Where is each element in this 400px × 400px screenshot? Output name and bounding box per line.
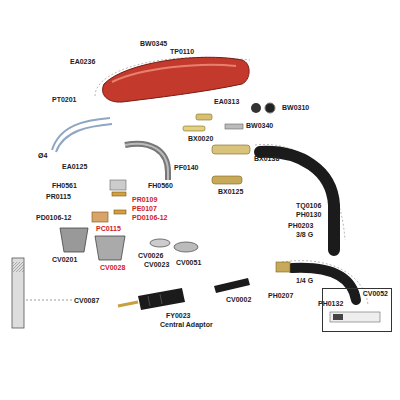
nozzle	[60, 228, 88, 252]
part-number: CV0002	[226, 296, 251, 304]
switch-part	[183, 126, 205, 131]
part-number: EA0125	[62, 163, 87, 171]
contact-tip	[114, 210, 126, 214]
hose-cable	[260, 152, 334, 250]
leader-line	[26, 300, 72, 301]
central-adaptor	[138, 288, 185, 310]
caption-label: Central Adaptor	[160, 321, 213, 329]
ring-part	[251, 103, 261, 113]
part-number: Ø4	[38, 152, 47, 160]
inset-part	[333, 314, 343, 320]
nozzle	[95, 236, 125, 260]
part-number: EA0236	[70, 58, 95, 66]
part-number: CV0023	[144, 261, 169, 269]
part-number: PR0109	[132, 196, 157, 204]
part-number: CV0051	[176, 259, 201, 267]
wire	[56, 124, 112, 152]
part-number: BX0138	[254, 155, 279, 163]
part-number: PH0130	[296, 211, 321, 219]
part-number: CV0087	[74, 297, 99, 305]
fitting	[276, 262, 290, 272]
part-number: BW0345	[140, 40, 167, 48]
part-number: PR0115	[46, 193, 71, 201]
part-number: TQ0106	[296, 202, 321, 210]
gooseneck-shine	[125, 144, 168, 180]
contact-tip	[112, 192, 126, 196]
inset-part	[330, 312, 380, 322]
part-number: BX0125	[218, 188, 243, 196]
part-number: PD0106-12	[132, 214, 167, 222]
part-number: PC0115	[96, 225, 121, 233]
tube-knurl	[12, 262, 24, 272]
switch-part	[196, 114, 212, 120]
part-number: CV0052	[323, 289, 391, 298]
ring	[174, 242, 198, 252]
part-number: PD0106-12	[36, 214, 71, 222]
part-number: PT0201	[52, 96, 77, 104]
part-number: PH0203	[288, 222, 313, 230]
part-number: 3/8 G	[296, 231, 313, 239]
part-number: TP0110	[170, 48, 194, 56]
part-number: BW0340	[246, 122, 273, 130]
part-number: CV0028	[100, 264, 125, 272]
gooseneck	[125, 144, 168, 180]
part-number: PE0107	[132, 205, 157, 213]
part-number: FY0023	[166, 312, 191, 320]
torch-handle	[103, 57, 250, 102]
part-number: FH0561	[52, 182, 77, 190]
part-number: 1/4 G	[296, 277, 313, 285]
wire	[52, 118, 110, 150]
part-number: CV0026	[138, 252, 163, 260]
sleeve	[214, 278, 250, 293]
cable-nut	[212, 145, 250, 154]
part-number: PH0207	[268, 292, 293, 300]
clip-part	[225, 124, 243, 129]
outline-dashes	[95, 57, 368, 305]
hose-cable	[292, 268, 356, 300]
tip-holder	[92, 212, 108, 222]
part-number: PF0140	[174, 164, 199, 172]
cable-nut	[212, 176, 242, 184]
part-number: BX0020	[188, 135, 213, 143]
diffuser	[110, 180, 126, 190]
ring-part	[265, 103, 275, 113]
adaptor-grip	[148, 294, 162, 306]
part-number: EA0313	[214, 98, 239, 106]
ring	[150, 239, 170, 247]
handle-highlight	[112, 65, 236, 82]
adaptor-pin	[118, 302, 138, 306]
part-number: BW0310	[282, 104, 309, 112]
inset-box: CV0052	[322, 288, 392, 332]
part-number: CV0201	[52, 256, 77, 264]
part-number: FH0560	[148, 182, 173, 190]
liner-tube	[12, 258, 24, 328]
